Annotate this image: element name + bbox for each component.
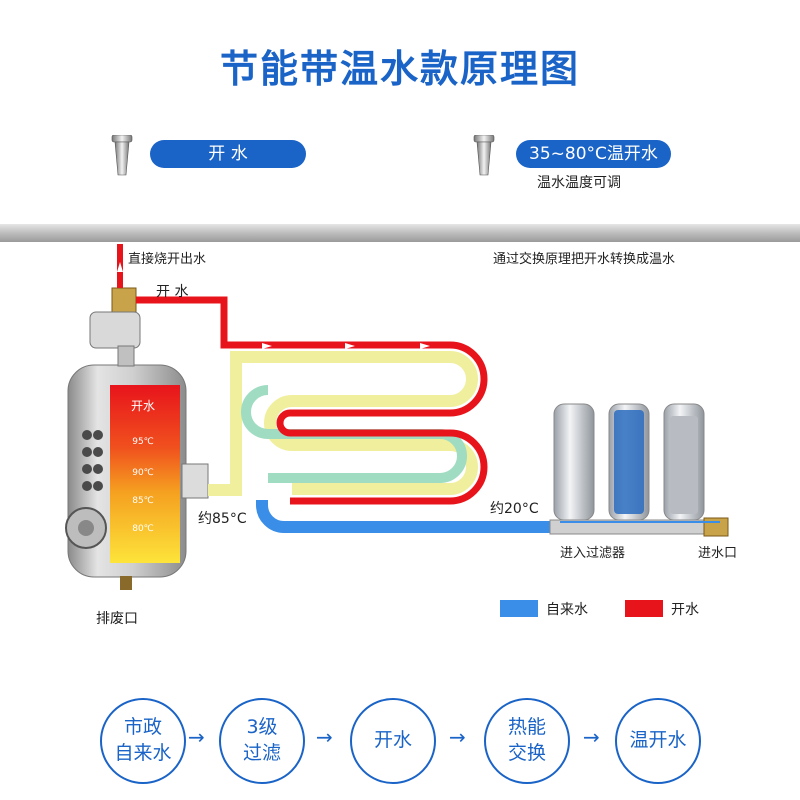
water-tank xyxy=(65,364,209,590)
legend-boiling-label: 开水 xyxy=(671,602,699,618)
boiling-water-tap-label: 开 水 xyxy=(150,140,306,168)
tank-level-label: 开水 xyxy=(131,399,155,413)
temp-20-label: 约20°C xyxy=(490,501,539,517)
flow-arrow: → xyxy=(316,725,333,749)
flow-step-text: 过滤 xyxy=(242,742,281,764)
tap-water-pipe xyxy=(256,504,556,533)
temp-85-label: 约85°C xyxy=(198,511,247,527)
flow-arrow: → xyxy=(188,725,205,749)
flow-step-text: 温开水 xyxy=(629,729,687,752)
flow-step-text: 3级 xyxy=(246,716,278,739)
tank-level-label: 80℃ xyxy=(132,524,154,534)
flow-step-text: 自来水 xyxy=(114,742,172,764)
faucet-icon xyxy=(111,135,133,176)
faucet-icon xyxy=(473,135,495,176)
drain-label: 排废口 xyxy=(96,611,138,627)
tank-level-label: 95℃ xyxy=(132,437,154,447)
page-title: 节能带温水款原理图 xyxy=(219,47,580,91)
tank-level-label: 85℃ xyxy=(132,496,154,506)
direct-boil-label: 直接烧开出水 xyxy=(128,252,207,267)
legend-tap-water-label: 自来水 xyxy=(546,602,588,618)
main-pipe xyxy=(0,224,800,242)
exchange-label: 通过交换原理把开水转换成温水 xyxy=(493,252,676,267)
flow-step-municipal-water: 市政 自来水 xyxy=(100,698,186,784)
legend-swatch-tap-water xyxy=(500,600,538,617)
tank-level-label: 90℃ xyxy=(132,468,154,478)
filter-unit xyxy=(549,403,729,537)
flow-arrow: → xyxy=(583,725,600,749)
flow-step-text: 热能 xyxy=(507,716,546,739)
flow-step-warm-water: 温开水 xyxy=(615,698,701,784)
warm-return-pipe xyxy=(208,351,478,496)
flow-step-text: 交换 xyxy=(507,742,546,764)
legend-swatch-boiling xyxy=(625,600,663,617)
warm-water-tap-label: 35~80°C温开水 xyxy=(516,140,671,168)
flow-arrow: → xyxy=(449,725,466,749)
tank-valve xyxy=(89,287,141,367)
boiling-coil xyxy=(136,296,488,505)
warm-temp-note: 温水温度可调 xyxy=(537,175,621,191)
flow-step-filtration: 3级 过滤 xyxy=(219,698,305,784)
flow-step-boiling: 开水 xyxy=(350,698,436,784)
flow-step-text: 开水 xyxy=(373,729,412,752)
flow-step-text: 市政 xyxy=(123,716,162,739)
filter-entry-label: 进入过滤器 xyxy=(560,546,626,561)
boiling-pipe-label: 开 水 xyxy=(156,284,189,300)
water-inlet-label: 进水口 xyxy=(698,546,738,561)
flow-step-heat-exchange: 热能 交换 xyxy=(484,698,570,784)
tank-temperature-levels xyxy=(110,385,180,563)
